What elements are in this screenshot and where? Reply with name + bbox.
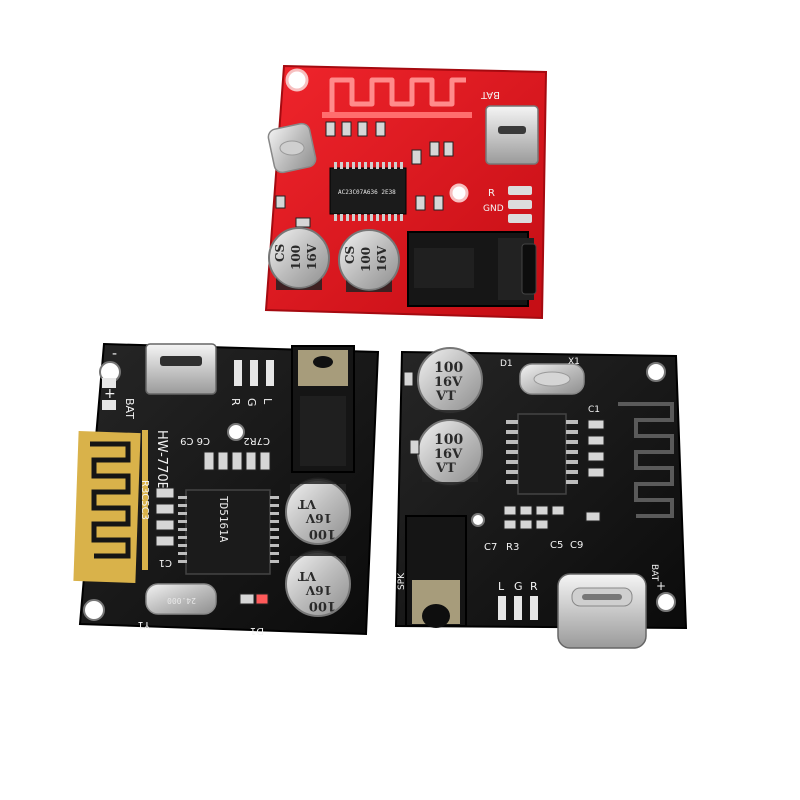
model-label: HW-770B [154, 430, 169, 491]
l-label: L [261, 398, 274, 405]
capacitor-top: VT 16V 100 [285, 477, 351, 545]
cap-text-vt: VT [435, 389, 456, 404]
cap-text-vt: VT [435, 461, 456, 476]
cap-text-value: 100 [289, 245, 303, 270]
r-label: R [530, 580, 538, 593]
mount-hole [646, 362, 666, 382]
audio-jack [405, 515, 467, 628]
capacitor-bottom: 100 16V VT [417, 419, 483, 487]
mount-hole [285, 68, 309, 92]
smd-components [155, 451, 271, 605]
cap-text-voltage: 16V [305, 243, 319, 270]
r-label: R [488, 188, 495, 199]
capacitor-right: CS 100 16V [338, 229, 400, 292]
pcb-antenna [618, 402, 674, 518]
cap-text-value: 100 [309, 598, 336, 613]
micro-usb-port [145, 343, 217, 395]
spk-label: SPK [397, 572, 407, 590]
output-pads: R GND [483, 186, 532, 223]
chip-marking: AC23C07A636 2E38 [338, 189, 396, 196]
cap-text-cs: CS [343, 246, 357, 264]
c7-label: C7 [484, 542, 497, 553]
gnd-label: GND [483, 204, 504, 214]
g-label: G [245, 398, 258, 407]
crystal-oscillator [519, 363, 585, 395]
bat-label: BAT [480, 89, 500, 100]
r3-label: R3 [506, 542, 519, 553]
black-board-hw770b: BAT + - HW-770B R G L C6 C9 C7R2 R3C5C3 … [73, 342, 380, 636]
plus-label: + [656, 579, 666, 593]
usb-type-c-port [557, 573, 647, 649]
r3c5c3-label: R3C5C3 [139, 480, 150, 520]
cap-text-voltage: 16V [305, 583, 332, 597]
micro-usb-port [485, 105, 539, 165]
mount-hole [656, 592, 676, 612]
crystal-oscillator: 24.000 [145, 583, 217, 615]
cap-text-value: 100 [309, 526, 336, 541]
x1-label: X1 [568, 357, 580, 367]
capacitor-top: 100 16V VT [417, 347, 483, 415]
mount-hole [471, 513, 485, 527]
cap-text-value: 100 [434, 432, 463, 448]
c7r2-label: C7R2 [243, 435, 270, 446]
main-chip: AC23C07A636 2E38 [329, 162, 407, 221]
mount-hole [449, 183, 469, 203]
cap-text-value: 100 [434, 360, 463, 376]
cap-text-cs: CS [273, 244, 287, 262]
cap-text-voltage: 16V [375, 245, 389, 272]
minus-label: - [112, 346, 117, 362]
crystal-oscillator [267, 122, 317, 174]
plus-label: + [104, 386, 116, 402]
red-bluetooth-board: BAT AC23C07A636 2E38 [264, 64, 548, 320]
pcb-antenna-gold [73, 430, 148, 584]
capacitor-left: CS 100 16V [268, 227, 330, 290]
mount-hole [227, 423, 245, 441]
cap-text-vt: VT [298, 497, 317, 511]
y1-label: Y1 [138, 619, 151, 630]
r-label: R [229, 398, 242, 406]
cap-text-value: 100 [359, 247, 373, 272]
l-label: L [498, 580, 505, 593]
smd-components [275, 121, 454, 228]
c1-label: C1 [159, 557, 172, 568]
capacitor-bottom: VT 16V 100 [285, 549, 351, 617]
c1-label: C1 [588, 405, 600, 415]
g-label: G [514, 580, 523, 593]
cap-text-voltage: 16V [434, 447, 463, 462]
cap-text-vt: VT [298, 569, 317, 583]
bat-label: BAT [123, 398, 136, 419]
black-board-type-c: 100 16V VT 100 16V VT X1 D1 [394, 347, 688, 649]
pcb-antenna [329, 77, 466, 112]
mount-hole [83, 599, 105, 621]
d1-label: D1 [500, 359, 513, 369]
chip-marking: TD5161A [217, 496, 230, 543]
cap-text-voltage: 16V [305, 511, 332, 525]
c9-label: C9 [570, 540, 583, 551]
cap-text-voltage: 16V [434, 375, 463, 390]
c5-label: C5 [550, 540, 563, 551]
crystal-marking: 24.000 [167, 596, 196, 605]
audio-jack [407, 231, 537, 307]
main-chip: TD5161A [178, 489, 279, 575]
smd-components [403, 371, 605, 530]
d1-label: D1 [250, 625, 264, 636]
bat-label: BAT [649, 564, 659, 582]
audio-jack [291, 345, 355, 473]
main-chip [506, 413, 578, 495]
c6-c9-label: C6 C9 [180, 435, 210, 446]
